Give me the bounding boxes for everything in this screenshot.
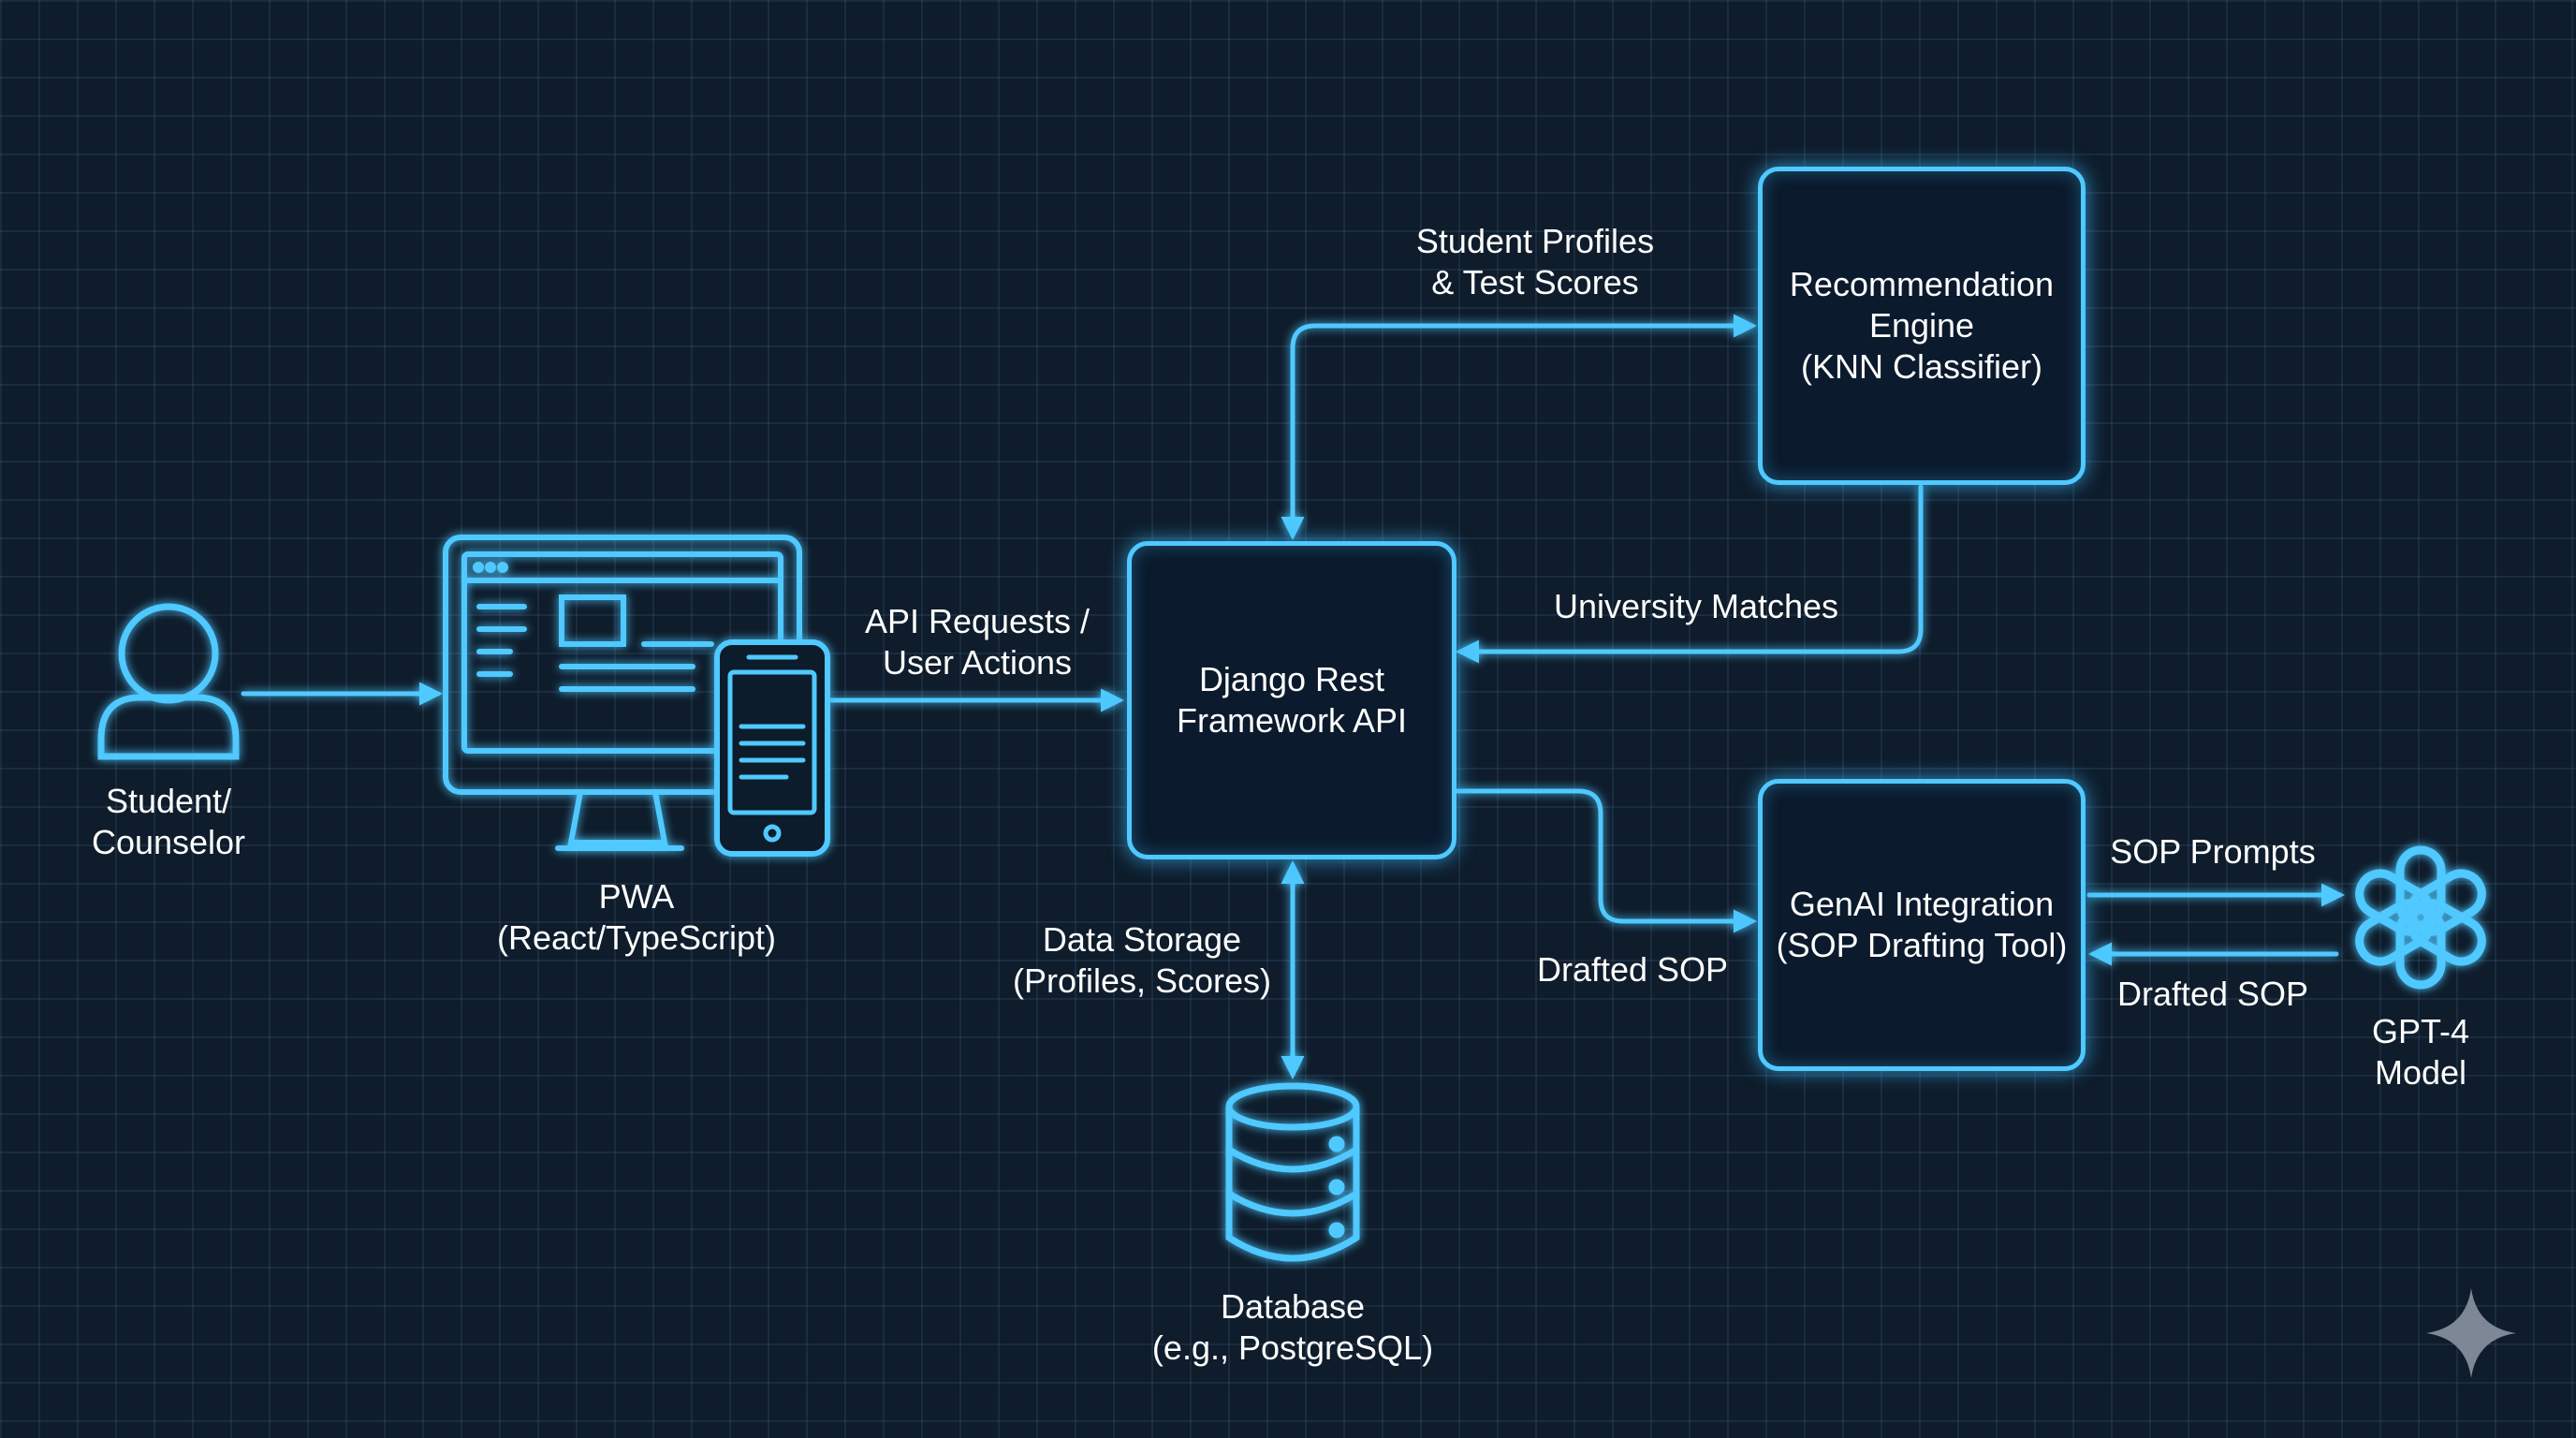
edge-label-sop-prompts: SOP Prompts: [2110, 832, 2316, 871]
desktop-monitor-icon: [443, 535, 802, 851]
edge-label-data-storage: Data Storage (Profiles, Scores): [1013, 919, 1271, 1002]
user-icon: [97, 603, 240, 760]
data-storage-line2: (Profiles, Scores): [1012, 961, 1272, 1000]
sparkle-icon: [2426, 1288, 2516, 1378]
openai-logo-icon: [2355, 845, 2486, 990]
genai-line2: (SOP Drafting Tool): [1776, 926, 2068, 964]
gpt4-line2: Model: [2374, 1053, 2467, 1092]
recommendation-line3: (KNN Classifier): [1800, 347, 2042, 386]
genai-integration-box[interactable]: GenAI Integration (SOP Drafting Tool): [1758, 779, 2086, 1071]
database-line2: (e.g., PostgreSQL): [1151, 1328, 1434, 1367]
edge-label-student-profiles: Student Profiles & Test Scores: [1416, 221, 1654, 303]
database-line1: Database: [1220, 1287, 1366, 1326]
pwa-label: PWA (React/TypeScript): [497, 876, 776, 959]
edge-label-university-matches: University Matches: [1553, 587, 1839, 625]
edge-label-drafted-sop-gpt: Drafted SOP: [2116, 975, 2309, 1013]
django-api-box[interactable]: Django Rest Framework API: [1127, 541, 1456, 859]
student-line2: Counselor: [91, 823, 246, 861]
edge-recommendation-to-django: [1456, 484, 1924, 664]
student-line1: Student/: [105, 782, 232, 820]
recommendation-line2: Engine: [1868, 306, 1975, 345]
recommendation-engine-box[interactable]: Recommendation Engine (KNN Classifier): [1758, 167, 2086, 485]
database-label: Database (e.g., PostgreSQL): [1152, 1286, 1433, 1369]
gpt4-line1: GPT-4: [2371, 1012, 2470, 1050]
api-requests-line2: User Actions: [882, 643, 1073, 682]
recommendation-line1: Recommendation: [1789, 265, 2055, 303]
edge-django-to-genai: [1455, 788, 1757, 933]
pwa-line1: PWA: [598, 877, 675, 916]
student-label: Student/ Counselor: [92, 781, 245, 863]
smartphone-icon: [714, 639, 830, 857]
edge-django-to-recommendation: [1281, 314, 1757, 540]
student-profiles-line1: Student Profiles: [1415, 222, 1655, 260]
data-storage-line1: Data Storage: [1042, 920, 1242, 959]
genai-line1: GenAI Integration: [1789, 885, 2055, 923]
edge-label-drafted-sop-api: Drafted SOP: [1536, 950, 1729, 989]
django-line2: Framework API: [1176, 701, 1408, 740]
api-requests-line1: API Requests /: [864, 602, 1090, 640]
database-icon: [1225, 1082, 1360, 1262]
pwa-line2: (React/TypeScript): [496, 918, 777, 957]
django-line1: Django Rest: [1198, 660, 1385, 698]
gpt4-label: GPT-4 Model: [2372, 1011, 2469, 1093]
student-profiles-line2: & Test Scores: [1431, 263, 1639, 301]
edge-label-api-requests: API Requests / User Actions: [865, 601, 1090, 683]
